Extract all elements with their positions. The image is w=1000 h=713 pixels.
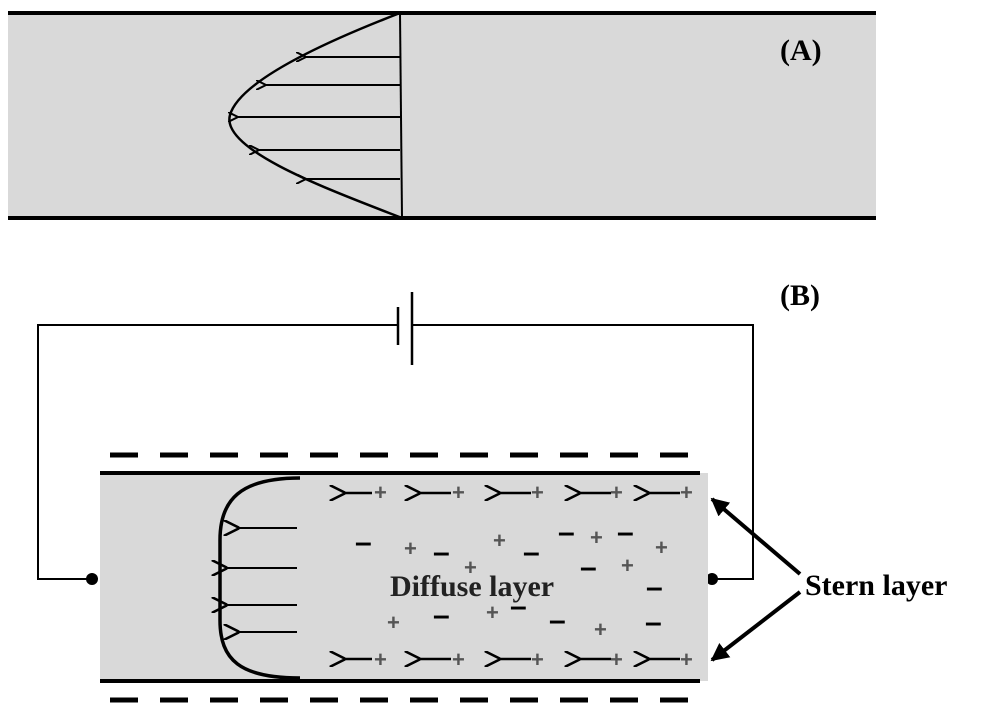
plus-ion: +	[452, 647, 465, 672]
minus-ion: –	[558, 516, 575, 549]
plus-ion: +	[404, 536, 417, 561]
plus-ion: +	[590, 525, 603, 550]
minus-ion: –	[433, 536, 450, 569]
minus-ion: –	[355, 526, 372, 559]
plus-ion: +	[374, 647, 387, 672]
stern-layer-pointers	[710, 497, 802, 662]
plus-ion: +	[374, 480, 387, 505]
minus-ion: –	[645, 606, 662, 639]
electrode-right	[706, 573, 718, 585]
panel-b: (B)	[37, 279, 947, 703]
plus-ion: +	[610, 647, 623, 672]
electrode-left	[86, 573, 98, 585]
electroosmotic-flow-arrows	[226, 528, 297, 632]
minus-ion: –	[646, 571, 663, 604]
plus-ion: +	[531, 647, 544, 672]
panel-a: (A)	[8, 11, 876, 220]
plus-ion: +	[493, 528, 506, 553]
channel-b	[100, 473, 708, 681]
profile-a-baseline	[399, 12, 403, 219]
plus-ion: +	[531, 480, 544, 505]
diffuse-layer-label: Diffuse layer	[390, 570, 554, 603]
circuit-wire-right	[412, 324, 754, 580]
panel-a-label: (A)	[780, 34, 822, 67]
plus-ion: +	[680, 480, 693, 505]
plus-ion: +	[621, 553, 634, 578]
minus-ion: –	[580, 551, 597, 584]
plus-ion: +	[387, 610, 400, 635]
minus-ion: –	[510, 590, 527, 623]
circuit-wire-left	[37, 324, 398, 580]
plus-ion: +	[486, 600, 499, 625]
plus-ion: +	[594, 617, 607, 642]
panel-b-label: (B)	[780, 279, 820, 312]
minus-ion: –	[617, 516, 634, 549]
stern-layer-label: Stern layer	[805, 569, 947, 602]
plus-ion: +	[680, 647, 693, 672]
plus-ion: +	[610, 480, 623, 505]
positive-ions: + + + + + + + + + + + + + + + + + + +	[374, 480, 693, 672]
plus-ion: +	[452, 480, 465, 505]
plus-ion: +	[655, 535, 668, 560]
plug-flow-profile	[218, 476, 301, 680]
external-circuit	[37, 292, 754, 580]
channel-a	[8, 13, 876, 218]
plus-ion: +	[464, 555, 477, 580]
negative-ions: – – – – – – – – – – –	[355, 516, 663, 639]
minus-ion: –	[523, 536, 540, 569]
minus-ion: –	[549, 604, 566, 637]
pressure-flow-arrows	[237, 57, 400, 179]
minus-ion: –	[433, 599, 450, 632]
